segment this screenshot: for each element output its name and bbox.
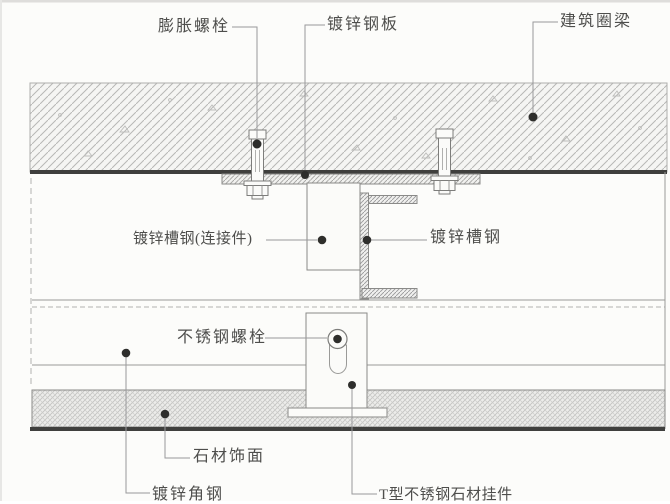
hanger-slot (329, 344, 347, 374)
scan-edge-left (0, 0, 2, 501)
label-stainless-steel-bolt: 不锈钢螺栓 (177, 329, 268, 346)
label-expansion-bolt: 膨胀螺栓 (158, 18, 231, 35)
dot-steel-plate (301, 171, 309, 179)
galvanized-channel-steel (359, 192, 418, 300)
leader-lines (125, 21, 558, 495)
label-galvanized-steel-plate: 镀锌钢板 (327, 16, 400, 33)
dot-ring-beam (528, 112, 538, 122)
label-building-ring-beam: 建筑圈梁 (560, 13, 633, 30)
scan-edge-top (0, 0, 670, 3)
hanger-base-plate (287, 407, 388, 418)
dot-stone-veneer (160, 409, 170, 419)
label-galvanized-angle-steel: 镀锌角钢 (152, 486, 225, 503)
t-type-stone-hanger (287, 312, 388, 418)
label-t-type-stone-hanger: T型不锈钢石材挂件 (379, 487, 513, 503)
concrete-ring-beam (29, 82, 668, 174)
dot-connector (317, 235, 327, 245)
dot-t-hanger (348, 381, 356, 389)
label-stone-veneer: 石材饰面 (193, 448, 266, 465)
dot-channel (362, 235, 372, 245)
dot-expansion-bolt (252, 139, 262, 149)
label-galvanized-channel-connector: 镀锌槽钢(连接件) (133, 231, 253, 247)
aggregate-marks (58, 90, 642, 160)
label-galvanized-channel: 镀锌槽钢 (430, 229, 503, 246)
leader-dots (121, 112, 538, 419)
dot-angle-steel (121, 348, 131, 358)
channel-connector-plate (306, 182, 361, 271)
expansion-bolt-right (430, 128, 459, 195)
